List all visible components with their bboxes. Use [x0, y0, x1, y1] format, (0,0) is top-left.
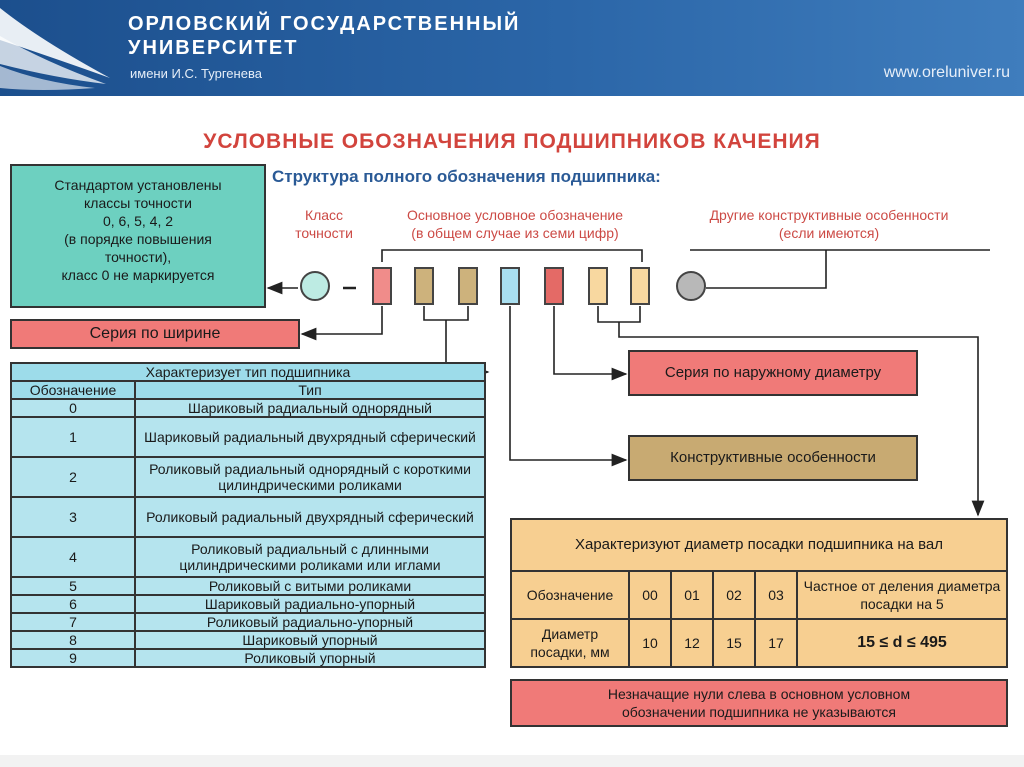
website-link[interactable]: www.oreluniver.ru [883, 64, 1010, 81]
leading-zeros-note: Незначащие нули слева в основном условно… [510, 679, 1008, 727]
standard-line: класс 0 не маркируется [61, 267, 215, 283]
digit-5-square [458, 267, 478, 305]
table-row: Диаметр посадки, мм 10 12 15 17 15 ≤ d ≤… [510, 618, 1008, 668]
slide-bottom-strip [0, 755, 1024, 767]
digit-4-square [500, 267, 520, 305]
other-features-label: Другие конструктивные особенности(если и… [709, 207, 949, 241]
type-table-header: Тип [134, 380, 486, 400]
digit-2-square [588, 267, 608, 305]
outer-diameter-series-box: Серия по наружному диаметру [628, 350, 918, 396]
bearing-type-table: Характеризует тип подшипника Обозначение… [10, 362, 486, 668]
standard-line: 0, 6, 5, 4, 2 [102, 213, 174, 229]
standard-line: (в порядке повышения [64, 231, 212, 247]
university-name-line1: ОРЛОВСКИЙ ГОСУДАРСТВЕННЫЙ [128, 13, 521, 35]
table-row: Обозначение 00 01 02 03 Частное от делен… [510, 570, 1008, 620]
header-banner: ОРЛОВСКИЙ ГОСУДАРСТВЕННЫЙ УНИВЕРСИТЕТ им… [0, 0, 1024, 96]
main-designation-label: Основное условное обозначение(в общем сл… [406, 207, 624, 241]
university-subtitle: имени И.С. Тургенева [130, 66, 262, 81]
digit-3-square [544, 267, 564, 305]
standard-line: классы точности [84, 195, 192, 211]
precision-standard-box: Стандартом установлены классы точности 0… [10, 164, 266, 308]
standard-line: Стандартом установлены [54, 177, 222, 193]
type-table-header: Обозначение [10, 380, 136, 400]
university-name-line2: УНИВЕРСИТЕТ [128, 37, 299, 59]
structure-subtitle: Структура полного обозначения подшипника… [272, 167, 661, 186]
standard-line: точности), [104, 249, 172, 265]
width-series-box: Серия по ширине [10, 319, 300, 349]
digit-6-square [414, 267, 434, 305]
seat-diameter-table: Характеризуют диаметр посадки подшипника… [510, 518, 1008, 668]
design-features-box: Конструктивные особенности [628, 435, 918, 481]
page-title: УСЛОВНЫЕ ОБОЗНАЧЕНИЯ ПОДШИПНИКОВ КАЧЕНИЯ [203, 130, 821, 153]
other-features-circle [676, 271, 706, 301]
wing-logo-icon [0, 8, 110, 90]
digit-7-square [372, 267, 392, 305]
digit-1-square [630, 267, 650, 305]
type-table-caption: Характеризует тип подшипника [10, 362, 486, 382]
seat-table-caption: Характеризуют диаметр посадки подшипника… [510, 518, 1008, 572]
precision-class-circle [300, 271, 330, 301]
